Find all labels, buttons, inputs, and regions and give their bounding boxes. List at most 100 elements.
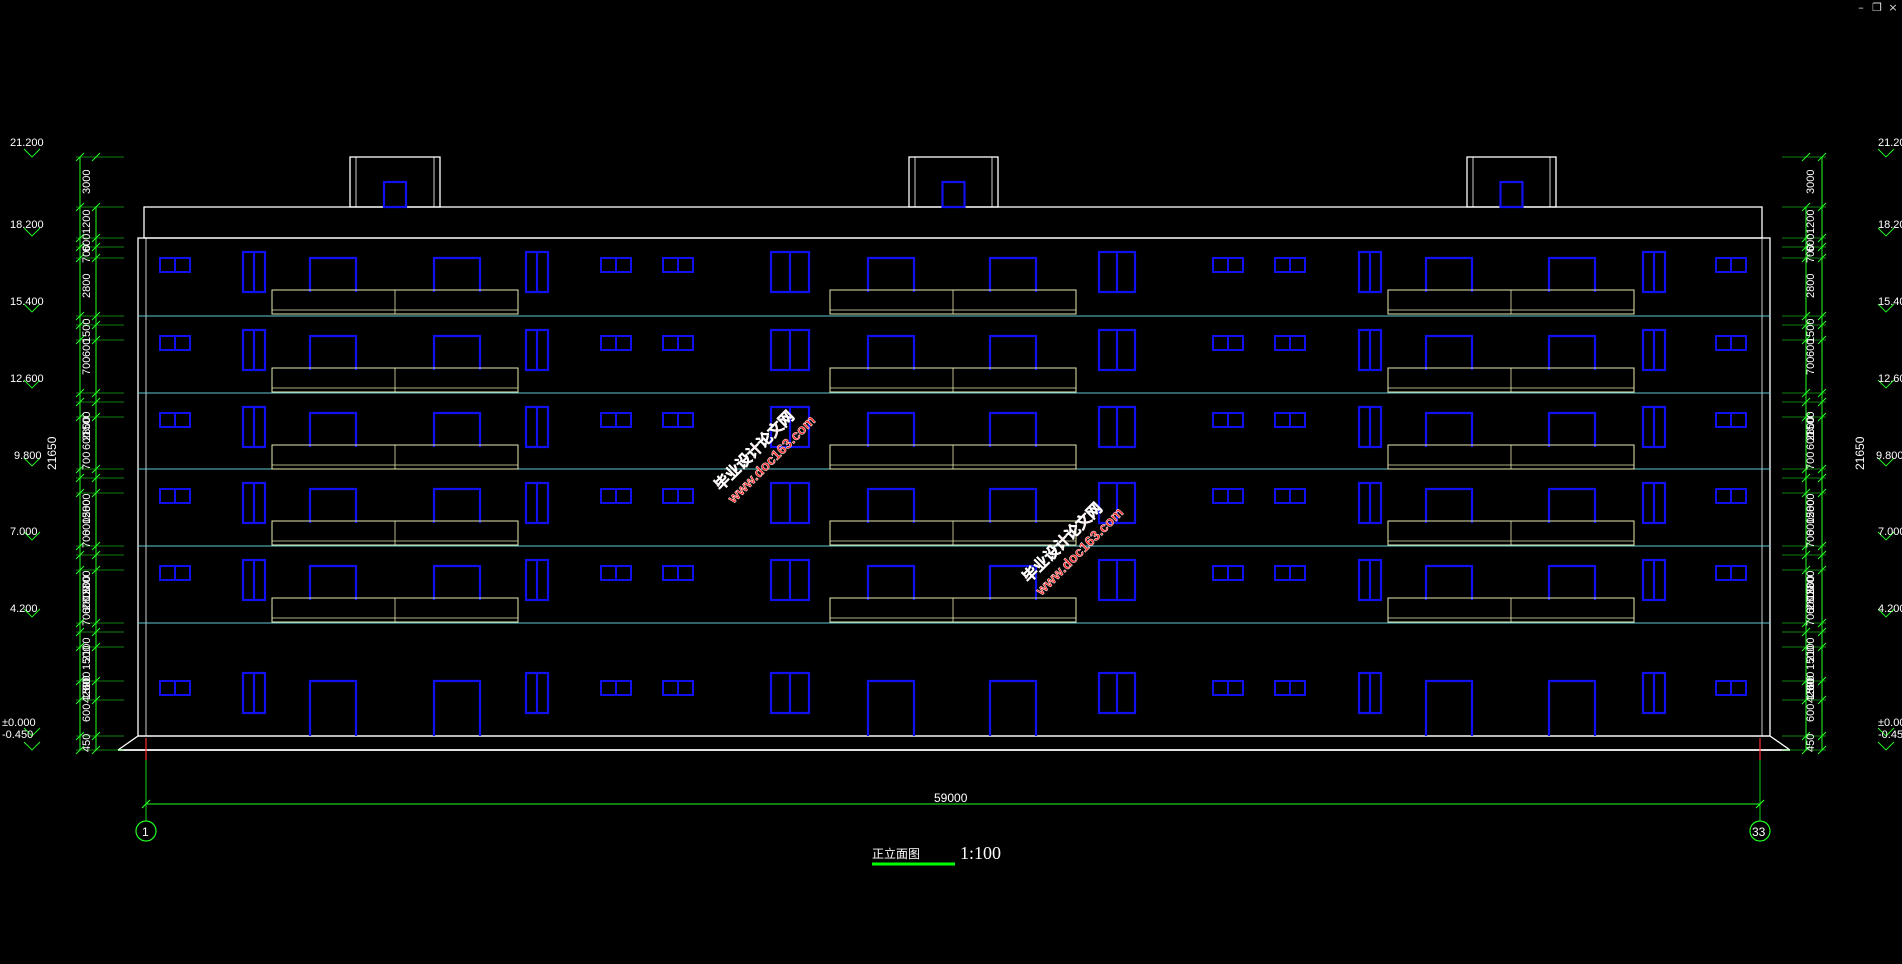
dimension-tick <box>75 311 85 321</box>
dimension-label: 1500 <box>1805 676 1817 700</box>
tower-window <box>382 180 408 209</box>
level-label: 7.000 <box>10 526 38 538</box>
dimension-label: 1500 <box>1805 576 1817 600</box>
level-marker <box>23 303 41 313</box>
dimension-tick <box>1817 627 1827 637</box>
dimension-label: 3000 <box>81 170 93 194</box>
dimension-tick <box>1817 745 1827 755</box>
level-label: 12.600 <box>10 373 44 385</box>
entrance-door <box>866 679 916 736</box>
dimension-tick <box>91 335 101 345</box>
dimension-label: 700 <box>81 357 93 375</box>
overall-height-label-left: 21650 <box>45 436 59 470</box>
dimension-tick <box>1817 388 1827 398</box>
entrance-door <box>308 679 358 736</box>
dimension-tick <box>75 335 85 345</box>
level-marker <box>1877 457 1895 467</box>
building-outline <box>137 237 1771 737</box>
dimension-tick <box>91 412 101 422</box>
dimension-label: 600 <box>81 672 93 690</box>
dimension-tick <box>91 627 101 637</box>
dimension-tick <box>1817 618 1827 628</box>
dimension-tick <box>1801 397 1811 407</box>
drawing-title: 正立面图 <box>872 846 920 861</box>
axis-bubble-left: 1 <box>135 820 157 842</box>
dimension-tick <box>91 541 101 551</box>
balcony-door <box>988 334 1038 370</box>
dimension-tick <box>91 488 101 498</box>
balcony-door <box>866 487 916 523</box>
dimension-tick <box>1801 676 1811 686</box>
level-marker <box>1877 741 1895 751</box>
balcony-door <box>1424 487 1474 523</box>
level-label: 18.200 <box>1878 219 1902 231</box>
dimension-label: 2800 <box>1805 274 1817 298</box>
dimension-label: 700 <box>81 452 93 470</box>
axis-bubble-right: 33 <box>1749 820 1771 842</box>
level-label: -0.450 <box>1878 729 1902 741</box>
dimension-label: 4200 <box>1805 679 1817 703</box>
building-outline-inner <box>145 237 1763 737</box>
dimension-label: 700 <box>1805 452 1817 470</box>
balcony-door <box>1424 411 1474 447</box>
level-label: 15.400 <box>10 296 44 308</box>
balcony-door <box>988 411 1038 447</box>
level-label: 4.200 <box>1878 603 1902 615</box>
dimension-tick <box>75 397 85 407</box>
dimension-tick <box>75 541 85 551</box>
dimension-label: 1500 <box>81 412 93 436</box>
dimension-tick <box>1801 565 1811 575</box>
dimension-tick <box>91 202 101 212</box>
level-label: 15.400 <box>1878 296 1902 308</box>
dimension-label: 600 <box>1805 339 1817 357</box>
dimension-label: 600 <box>81 234 93 252</box>
dimension-tick <box>1817 642 1827 652</box>
level-marker <box>23 741 41 751</box>
dimension-label: 4200 <box>81 679 93 703</box>
dimension-tick <box>1817 731 1827 741</box>
parapet <box>143 206 1763 239</box>
dimension-label: 450 <box>1805 734 1817 752</box>
balcony-door <box>432 334 482 370</box>
balcony-door <box>1424 256 1474 292</box>
dimension-tick <box>1817 233 1827 243</box>
level-marker <box>23 727 41 737</box>
dimension-tick <box>91 550 101 560</box>
level-label: 12.600 <box>1878 373 1902 385</box>
dimension-label: 2800 <box>1805 417 1817 441</box>
dimension-tick <box>91 676 101 686</box>
close-button[interactable]: × <box>1888 1 1898 14</box>
dimension-tick <box>91 473 101 483</box>
dimension-tick <box>1817 335 1827 345</box>
dimension-tick <box>1817 202 1827 212</box>
balcony-door <box>988 487 1038 523</box>
dimension-tick <box>91 152 101 162</box>
axis-label: 33 <box>1752 825 1766 839</box>
dimension-tick <box>91 745 101 755</box>
dimension-tick <box>141 799 151 809</box>
restore-button[interactable]: ❐ <box>1872 1 1882 14</box>
dimension-label: 2800 <box>1805 586 1817 610</box>
balcony-door <box>308 487 358 523</box>
level-marker <box>23 531 41 541</box>
balcony-door <box>1547 256 1597 292</box>
balcony-door <box>432 411 482 447</box>
overall-length-label: 59000 <box>934 791 968 805</box>
dimension-tick <box>1801 488 1811 498</box>
dimension-label: 700 <box>81 530 93 548</box>
dimension-label: 700 <box>1805 608 1817 626</box>
dimension-tick <box>1817 253 1827 263</box>
dimension-tick <box>75 388 85 398</box>
dimension-tick <box>1817 320 1827 330</box>
balcony-door <box>432 256 482 292</box>
entrance-door <box>988 679 1038 736</box>
balcony-door <box>1547 411 1597 447</box>
dimension-label: 700 <box>81 608 93 626</box>
dimension-label: 2100 <box>81 638 93 662</box>
dimension-tick <box>1801 464 1811 474</box>
dimension-label: 600 <box>81 518 93 536</box>
balcony-door <box>432 564 482 600</box>
minimize-button[interactable]: – <box>1858 1 1864 14</box>
dimension-tick <box>1755 799 1765 809</box>
